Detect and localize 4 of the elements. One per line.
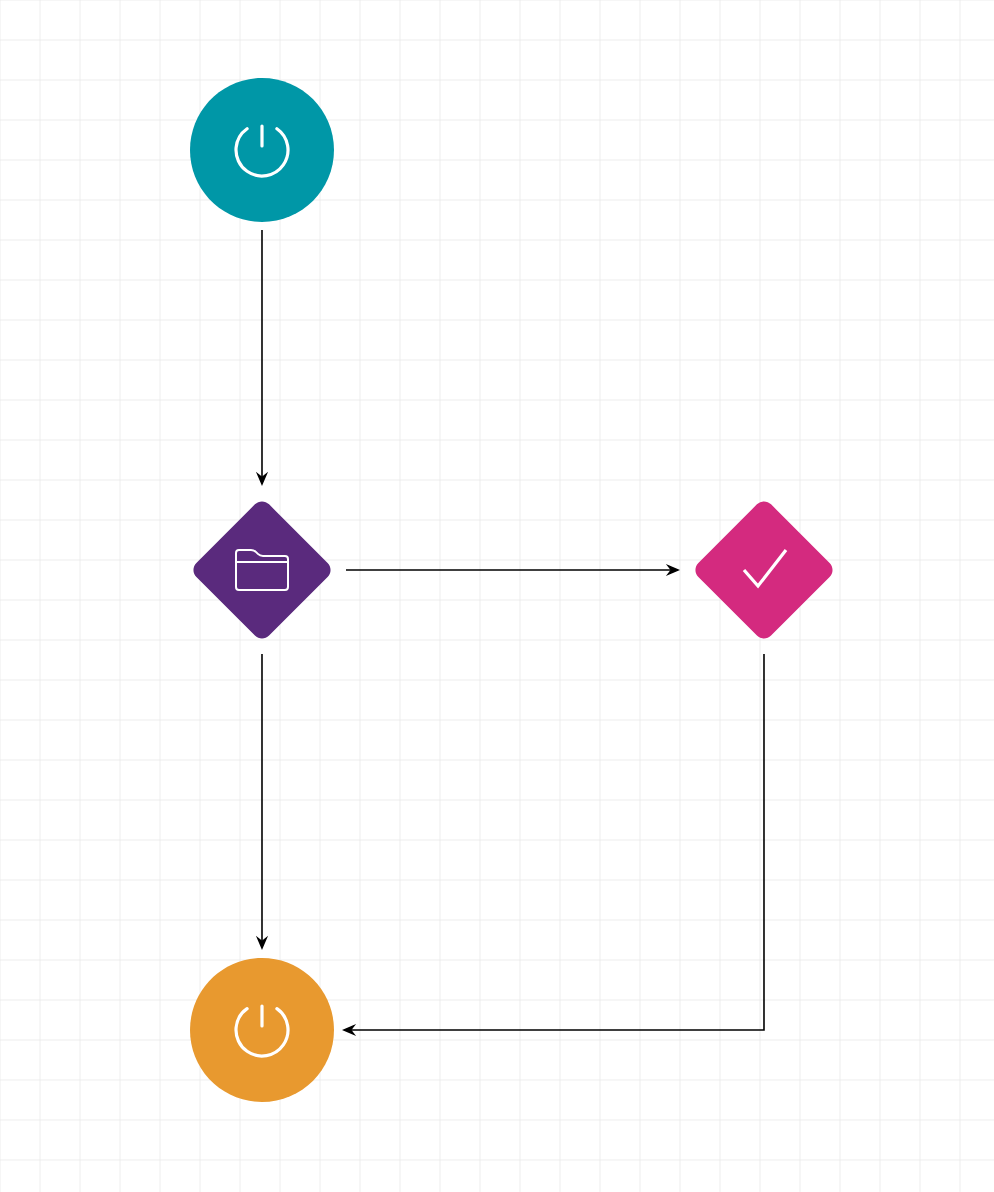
- circle-node: [190, 78, 334, 222]
- diamond-node: [193, 501, 331, 639]
- diamond-node: [695, 501, 833, 639]
- circle-node: [190, 958, 334, 1102]
